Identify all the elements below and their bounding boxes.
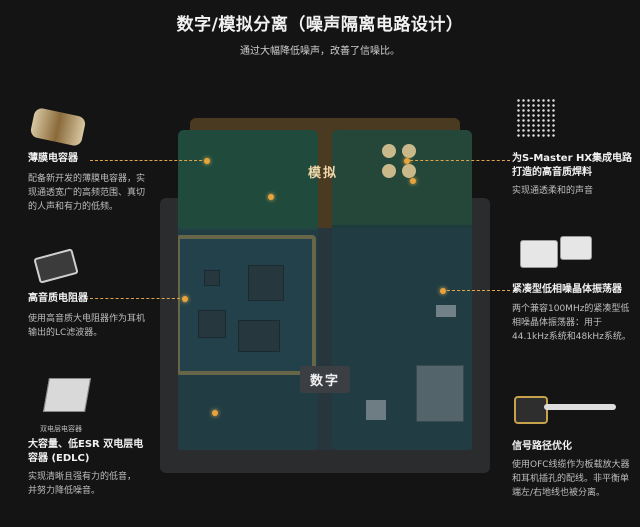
pcb-diagram: 模拟 数字: [160, 118, 490, 473]
edlc-desc: 实现清晰且强有力的低音，并努力降低噪音。: [28, 472, 137, 496]
connector-line: [90, 160, 202, 161]
signal-path-title: 信号路径优化: [512, 441, 572, 452]
solder-title: 为S-Master HX集成电路打造的高音质焊料: [512, 153, 633, 178]
resistor-desc: 使用高音质大电阻器作为耳机输出的LC滤波器。: [28, 314, 146, 338]
signal-path-desc: 使用OFC线缆作为板载放大器和耳机插孔的配线。非平衡单端左/右地线也被分离。: [512, 460, 630, 498]
resistor-icon: [33, 248, 79, 284]
analog-label: 模拟: [308, 166, 339, 181]
headphone-jack-icon: [514, 396, 548, 424]
marker-dot: [410, 178, 416, 184]
oscillator-desc: 两个兼容100MHz的紧凑型低相噪晶体振荡器：用于44.1kHz系统和48kHz…: [512, 304, 631, 342]
resistor-title: 高音质电阻器: [28, 293, 88, 304]
connector-line: [442, 290, 510, 291]
solder-desc: 实现通透柔和的声音: [512, 186, 594, 196]
oscillator-title: 紧凑型低相噪晶体振荡器: [512, 284, 622, 295]
solder-chip-icon: [516, 98, 556, 138]
connector-line: [410, 160, 510, 161]
marker-dot: [440, 288, 446, 294]
oscillator-icon: [560, 236, 592, 260]
film-capacitor-desc: 配备新开发的薄膜电容器，实现通透宽广的高频范围、真切的人声和有力的低频。: [28, 174, 146, 212]
film-capacitor-icon: [29, 106, 87, 148]
edlc-icon: [43, 378, 91, 412]
edlc-title: 大容量、低ESR 双电层电容器 (EDLC): [28, 439, 144, 464]
oscillator-icon: [520, 240, 558, 268]
page-subtitle: 通过大幅降低噪声，改善了信噪比。: [240, 46, 400, 57]
digital-zone: [178, 228, 472, 450]
marker-dot: [204, 158, 210, 164]
ofc-cable-icon: [544, 404, 616, 410]
marker-dot: [212, 410, 218, 416]
edlc-caption: 双电层电容器: [40, 425, 82, 433]
marker-dot: [268, 194, 274, 200]
digital-label: 数字: [300, 366, 351, 393]
connector-line: [90, 298, 180, 299]
marker-dot: [404, 158, 410, 164]
marker-dot: [182, 296, 188, 302]
film-capacitor-title: 薄膜电容器: [28, 153, 78, 164]
page-title: 数字/模拟分离（噪声隔离电路设计）: [176, 15, 464, 35]
